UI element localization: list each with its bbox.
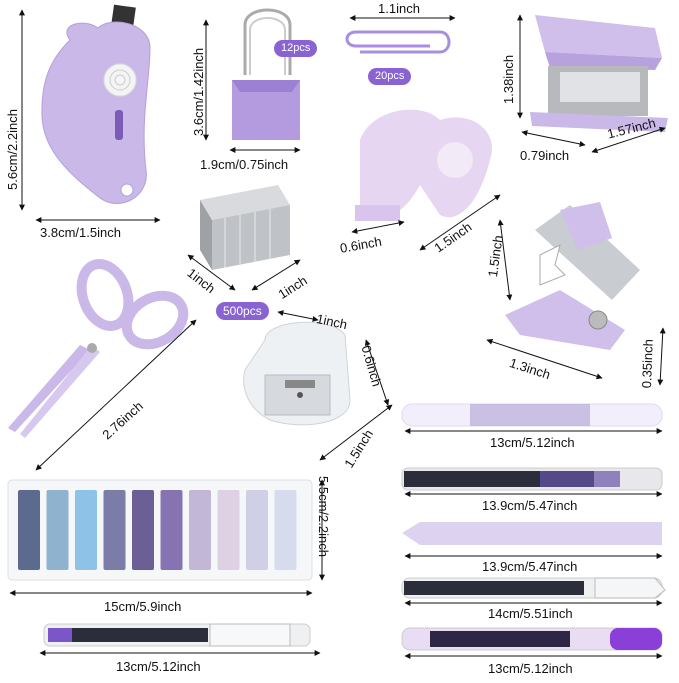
pen3-size-label: 13.9cm/5.47inch xyxy=(482,559,578,574)
pen2-size-label: 13.9cm/5.47inch xyxy=(482,498,578,513)
sticky-note-strip xyxy=(46,490,69,570)
pen1-size-label: 13cm/5.12inch xyxy=(490,435,575,450)
sticky-notes xyxy=(7,479,313,581)
sticky-note-strip xyxy=(18,490,40,570)
cutter-width-label: 3.8cm/1.5inch xyxy=(40,225,121,240)
stapler-width1-label: 0.79inch xyxy=(520,148,570,163)
pen-2 xyxy=(401,467,663,491)
paper-clip xyxy=(345,30,451,54)
pen-bottom xyxy=(43,623,311,647)
staples-box xyxy=(200,185,290,270)
staple-remover xyxy=(505,202,640,350)
sticky-note-strip xyxy=(160,490,183,570)
clip-count-badge: 12pcs xyxy=(274,40,318,57)
sticky-note-strip xyxy=(103,490,126,570)
clip-height-label: 3.6cm/1.42inch xyxy=(191,47,206,136)
clip-width-label: 1.9cm/0.75inch xyxy=(200,157,289,172)
sticky-note-strip xyxy=(75,490,97,570)
paperclip-count-badge: 20pcs xyxy=(368,68,412,85)
notes-height-label: 5.5cm/2.2inch xyxy=(316,476,331,557)
sticky-note-strip xyxy=(246,490,268,570)
pen4-size-label: 14cm/5.51inch xyxy=(488,606,573,621)
bottom-pen-size-label: 13cm/5.12inch xyxy=(116,659,201,674)
pen-5 xyxy=(401,627,663,651)
sticky-note-strip xyxy=(189,490,211,570)
sticky-note-strip xyxy=(217,490,240,570)
box-cutter xyxy=(41,4,151,204)
pen-4 xyxy=(401,577,666,599)
sticky-note-strip xyxy=(132,490,154,570)
tape-dispenser xyxy=(355,109,492,221)
staples-count-badge: 500pcs xyxy=(216,302,269,320)
remover-depth-label: 0.35inch xyxy=(639,338,656,389)
pen-3 xyxy=(402,522,662,545)
scissors xyxy=(8,259,189,438)
pen-1 xyxy=(401,403,663,427)
notes-width-label: 15cm/5.9inch xyxy=(104,599,182,614)
binder-clip xyxy=(232,8,300,140)
pen5-size-label: 13cm/5.12inch xyxy=(488,661,573,676)
pencil-sharpener xyxy=(243,321,351,426)
stapler-height-label: 1.38inch xyxy=(501,54,516,104)
paperclip-width-label: 1.1inch xyxy=(378,1,420,16)
cutter-height-label: 5.6cm/2.2inch xyxy=(5,109,20,190)
stapler xyxy=(530,15,668,132)
sticky-note-strip xyxy=(274,490,297,570)
